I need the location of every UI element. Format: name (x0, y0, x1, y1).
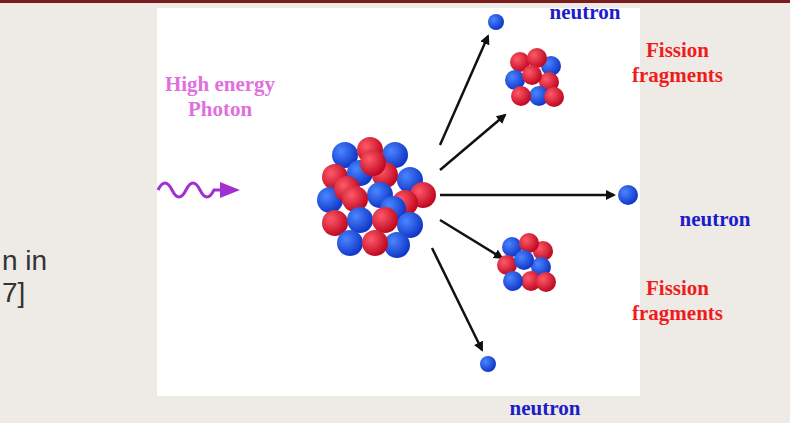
fragment-label: Fission fragments (605, 38, 750, 88)
photon-wave (158, 183, 222, 197)
photon-arrowhead (220, 182, 240, 198)
neutron-ball (488, 14, 504, 30)
emission-arrows (432, 36, 614, 350)
fission-fragment (497, 233, 556, 292)
neutron-ball (480, 356, 496, 372)
slide-text-fragment: 7] (2, 278, 82, 308)
slide-text-fragment: n in (2, 246, 82, 276)
fragment-label: Fission fragments (605, 276, 750, 326)
neutron-ball (618, 185, 638, 205)
neutron-label: neutron (650, 207, 780, 232)
neutron-label: neutron (490, 396, 600, 421)
illustration-panel (157, 8, 640, 396)
nucleus (317, 137, 436, 258)
top-bar (0, 0, 790, 3)
photon-label: High energy Photon (150, 72, 290, 122)
fission-fragment (505, 48, 564, 107)
neutron-label: neutron (530, 0, 640, 25)
